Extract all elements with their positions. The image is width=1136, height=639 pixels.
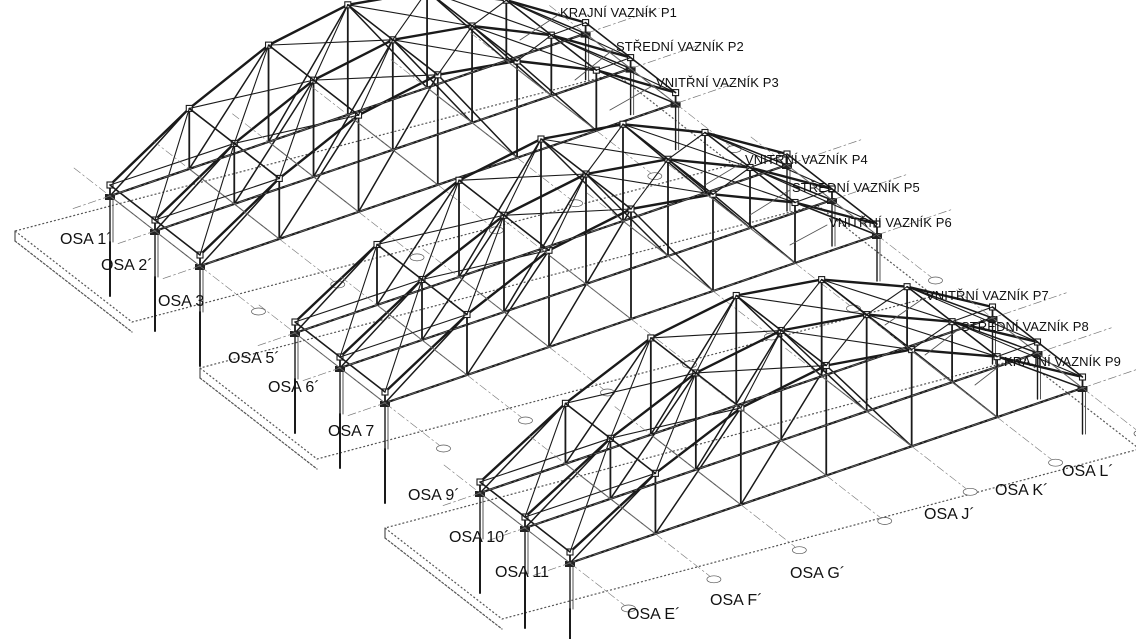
truss-label-p5: STŘEDNÍ VAZNÍK P5	[792, 180, 920, 195]
truss-module-2	[199, 120, 952, 504]
truss-module-3	[384, 276, 1136, 639]
truss-label-p7: VNITŘNÍ VAZNÍK P7	[926, 288, 1049, 303]
truss-label-p8: STŘEDNÍ VAZNÍK P8	[961, 319, 1089, 334]
axis-label-osa-11: OSA 11	[495, 564, 549, 581]
axis-label-osa-1: OSA 1´	[60, 231, 112, 248]
leader-lines	[519, 14, 1003, 386]
axis-label-osa-5: OSA 5´	[228, 350, 280, 367]
truss-label-p6: VNITŘNÍ VAZNÍK P6	[829, 215, 952, 230]
axis-label-osa-k: OSA K´	[995, 482, 1049, 499]
axis-label-osa-j: OSA J´	[924, 506, 975, 523]
truss-label-p2: STŘEDNÍ VAZNÍK P2	[616, 39, 744, 54]
truss-label-p1: KRAJNÍ VAZNÍK P1	[560, 5, 677, 20]
axis-label-osa-f: OSA F´	[710, 592, 763, 609]
axis-label-osa-2: OSA 2´	[101, 257, 153, 274]
axis-label-osa-l: OSA L´	[1062, 463, 1114, 480]
axis-label-osa-e: OSA E´	[627, 606, 681, 623]
truss-module-1	[14, 0, 750, 367]
axis-label-osa-6: OSA 6´	[268, 379, 320, 396]
axis-label-osa-7: OSA 7	[328, 423, 375, 440]
axis-label-osa-10: OSA 10´	[449, 529, 510, 546]
truss-label-p9: KRAJNÍ VAZNÍK P9	[1004, 354, 1121, 369]
axis-label-osa-3: OSA 3	[158, 293, 205, 310]
truss-label-p4: VNITŘNÍ VAZNÍK P4	[745, 152, 868, 167]
axis-label-osa-9: OSA 9´	[408, 487, 460, 504]
axis-label-osa-g: OSA G´	[790, 565, 846, 582]
truss-label-p3: VNITŘNÍ VAZNÍK P3	[656, 75, 779, 90]
